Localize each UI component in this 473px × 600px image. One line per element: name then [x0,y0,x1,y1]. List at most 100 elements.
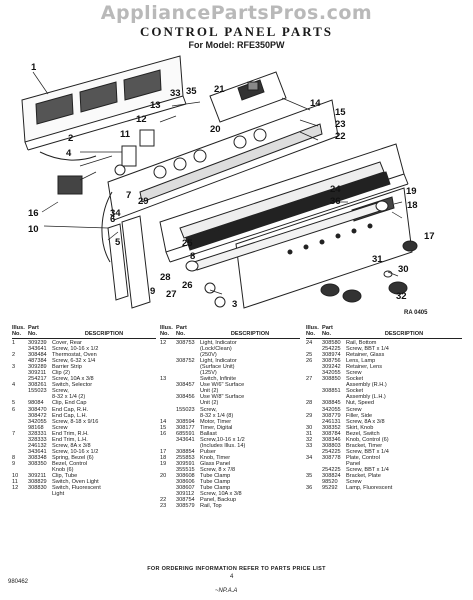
part-description: Light, Indicator [200,340,237,346]
part-number: 328331 [28,430,47,437]
illus-number: 19 [160,460,167,467]
illus-number: 22 [160,497,167,504]
callout-15: 15 [335,107,346,118]
part-description: Screw [346,406,362,413]
part-description: Knob (6) [52,466,74,473]
part-number: 308472 [28,412,47,419]
part-description: Screw, 10A x 3/8 [52,376,94,383]
part-description: Screw, 8 x 7/8 [200,466,236,473]
part-description: Bracket, Plate [346,473,381,480]
end-trim-drawing [107,215,151,309]
part-description: Light [52,491,65,498]
part-description: Screw, 6-32 x 1/4 [52,358,96,365]
part-description: Motor, Timer [200,418,232,425]
illus-number: 23 [160,503,167,510]
part-number: 487384 [28,358,47,365]
illus-number: 8 [12,454,16,461]
illus-number: 2 [12,352,16,359]
illus-number: 6 [12,406,16,413]
model-subtitle: For Model: RFE350PW [188,40,285,50]
illus-number: 31 [306,430,313,437]
part-description: (Surface Unit) [200,364,235,371]
part-number: 308752 [176,358,195,365]
callout-25: 25 [182,238,193,249]
illus-number: 24 [306,340,313,346]
callout-26: 26 [182,280,193,291]
part-description: Knob, Control (6) [346,436,389,443]
part-number: 308779 [322,412,341,419]
part-description: Tube Clamp [200,479,231,486]
part-number: 254225 [322,448,341,455]
part-number: 308456 [176,394,195,401]
part-number: 342055 [28,418,47,425]
part-number: 155023 [28,388,47,395]
part-number: 308352 [322,424,341,431]
part-description: Plate, Control [346,454,380,461]
part-number: 308607 [176,485,195,492]
part-description: Spring, Bezel (6) [52,454,94,461]
leader-lines [32,71,403,295]
part-description: (Lock/Clean) [200,346,232,353]
part-description: End Trim, L.H. [52,436,88,443]
part-number: 308261 [28,382,47,389]
callout-35: 35 [186,86,197,97]
timer-drawing [209,71,287,123]
part-number: 308346 [322,436,341,443]
part-description: Clip, End Cap [52,400,87,407]
illus-number: 1 [12,340,16,346]
callout-28: 28 [160,272,171,283]
callout-11: 11 [120,129,131,140]
part-description: Switch, Infinite [200,376,237,383]
part-description: Screw, [52,388,69,395]
callout-31: 31 [372,254,383,265]
handwritten-mark: ~NP.A.A [215,588,238,594]
callout-12: 12 [136,114,147,125]
callout-36: 36 [330,196,341,207]
illus-number: 14 [160,418,167,425]
part-description: Screw [346,479,362,486]
watermark: AppliancePartsPros.com [100,2,373,24]
callout-24: 24 [330,184,341,195]
part-description: Panel [346,460,361,467]
part-number: 95292 [322,485,338,492]
part-description: Clip, Tube [52,473,78,480]
part-description: (125V) [200,370,217,377]
part-description: Screw, [200,406,217,413]
illus-number: 35 [306,473,313,480]
illus-number: 25 [306,352,313,359]
part-number [28,491,52,497]
table-row: Unit (2) [160,400,300,406]
part-description: Socket [346,376,364,383]
part-description: Rail, Bottom [346,340,377,346]
part-description: Skirt, Knob [346,424,374,431]
part-number: 308457 [176,382,195,389]
table-row: 155023 Screw, [12,388,156,394]
part-number: 309112 [176,491,195,498]
illus-number: 17 [160,448,167,455]
part-description: Switch, Selector [52,382,93,389]
part-description: Rail, Top [200,503,222,510]
callout-16: 16 [28,208,39,219]
backup-panel-drawing [107,99,339,221]
callout-5: 5 [115,237,121,248]
